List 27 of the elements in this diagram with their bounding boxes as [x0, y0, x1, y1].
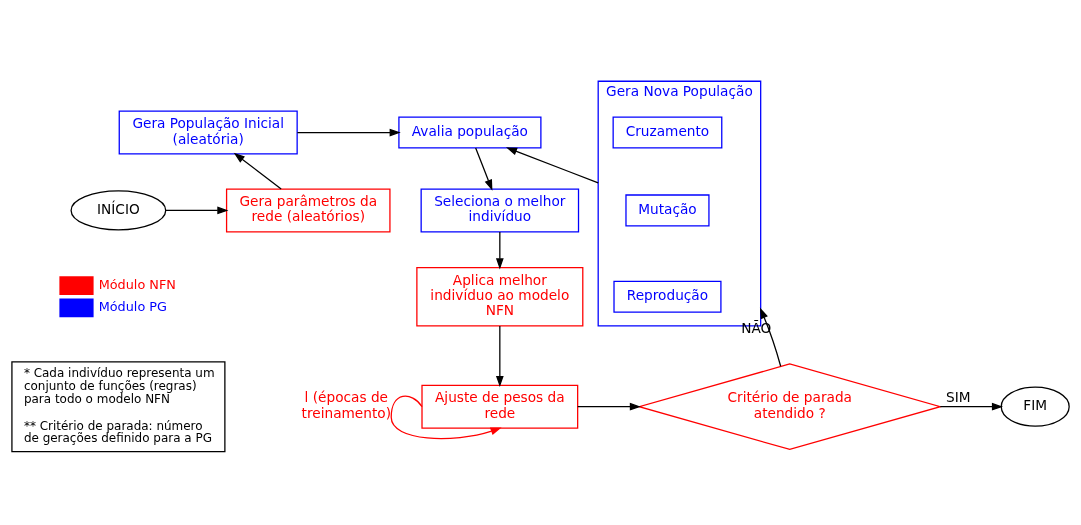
arrow [475, 146, 493, 191]
node-box: Seleciona o melhor indivíduo [420, 187, 580, 232]
edge-label: l (épocas de treinamento) [301, 388, 392, 421]
arrow [390, 395, 502, 439]
node-box: Avalia população [398, 116, 542, 149]
node-ellipse: INÍCIO [70, 189, 167, 230]
edge-label: SIM [946, 388, 971, 405]
arrow [296, 128, 401, 136]
node-ellipse: FIM [1000, 386, 1070, 427]
node-box: Aplica melhor indivíduo ao modelo NFN [416, 266, 584, 326]
node-box: Gera População Inicial (aleatória) [118, 110, 298, 155]
arrow [495, 230, 504, 269]
node-box: Ajuste de pesos da rede [421, 384, 579, 429]
arrow [165, 206, 229, 214]
arrow [495, 324, 504, 387]
node-box: Reprodução [613, 280, 722, 313]
arrow [759, 307, 782, 367]
node-box: Gera parâmetros da rede (aleatórios) [225, 187, 391, 232]
arrow [939, 402, 1004, 411]
legend-label: Módulo NFN [98, 276, 176, 292]
legend-label: Módulo PG [98, 298, 168, 314]
arrow [505, 146, 599, 183]
arrow [233, 152, 282, 190]
node-box: Mutação [625, 193, 710, 226]
node-box: * Cada indivíduo representa um conjunto de funções (regras) para todo o modelo NFN ** Critério de parada: número de gerações definido para a PG [11, 360, 226, 452]
node-box: Cruzamento [612, 116, 723, 149]
arrow [577, 402, 641, 411]
